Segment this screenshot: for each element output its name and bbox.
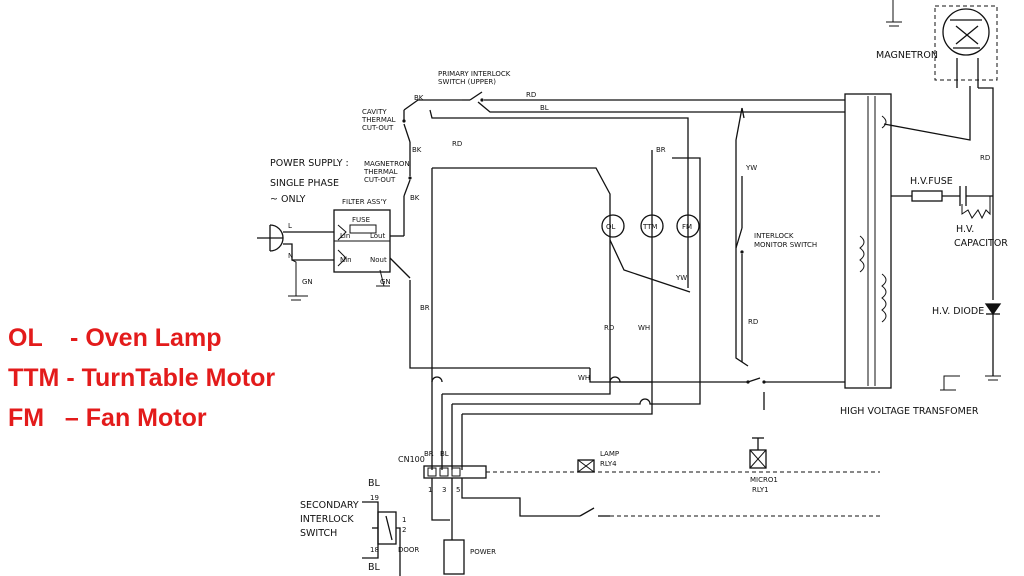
fan-motor-symbol <box>676 214 700 238</box>
pin-19-label: 19 <box>370 494 379 502</box>
secondary-interlock-label-3: SWITCH <box>300 528 337 539</box>
hv-transformer <box>844 86 971 389</box>
wire-br-1: BR <box>656 146 666 154</box>
bl-bottom-label: BL <box>368 562 381 573</box>
turntable-motor-symbol <box>640 214 664 238</box>
nin-label: Nin <box>340 256 352 264</box>
ttm-symbol-label: TTM <box>642 223 657 231</box>
cavity-cutout-label-3: CUT-OUT <box>362 124 394 132</box>
pin-18-label: 18 <box>370 546 379 554</box>
cn100-pin-5: 5 <box>456 486 460 494</box>
hv-fuse-label: H.V.FUSE <box>910 176 953 187</box>
filter-assy-label: FILTER ASS'Y <box>342 198 387 206</box>
secondary-interlock-label-1: SECONDARY <box>300 500 359 511</box>
wire-wh-2: WH <box>578 374 590 382</box>
primary-interlock-label-2: SWITCH (UPPER) <box>438 78 496 86</box>
neutral-label: N <box>288 252 293 260</box>
cn100-br-label: BR <box>424 450 434 458</box>
power-supply-only-label: ~ ONLY <box>270 194 306 205</box>
oven-lamp-symbol <box>601 214 625 238</box>
lout-label: Lout <box>370 232 385 240</box>
rly4-label: RLY4 <box>600 460 617 468</box>
wire-rd-5: RD <box>980 154 990 162</box>
micro1-relay-rly1 <box>749 437 767 469</box>
power-supply-label: POWER SUPPLY : <box>270 158 349 169</box>
ground-label-filter: GN <box>380 278 391 286</box>
switch-pin-1: 1 <box>402 516 406 524</box>
hv-capacitor <box>959 186 993 220</box>
wire-bk-1: BK <box>414 94 424 102</box>
hv-capacitor-label-2: CAPACITOR <box>954 238 1008 249</box>
legend-oven-lamp: OL - Oven Lamp <box>8 324 222 352</box>
wire-bk-2: BK <box>412 146 422 154</box>
cn100-pin-3: 3 <box>442 486 446 494</box>
primary-interlock-label-1: PRIMARY INTERLOCK <box>438 70 511 78</box>
lamp-relay-label: LAMP <box>600 450 619 458</box>
wire-rd-4: RD <box>748 318 758 326</box>
rly1-label: RLY1 <box>752 486 769 494</box>
fuse-label: FUSE <box>352 216 370 224</box>
thermal-cutouts <box>402 99 462 236</box>
cn100-label: CN100 <box>398 455 425 464</box>
power-plug <box>257 224 334 301</box>
wire-yw-1: YW <box>675 274 687 282</box>
power-relay-label: POWER <box>470 548 496 556</box>
wire-wh-1: WH <box>638 324 650 332</box>
secondary-interlock-label-2: INTERLOCK <box>300 514 354 525</box>
lower-wiring <box>431 210 845 470</box>
magnetron-cutout-label-3: CUT-OUT <box>364 176 396 184</box>
hv-capacitor-label-1: H.V. <box>956 224 974 235</box>
wire-rd-1: RD <box>526 91 536 99</box>
ground-label: GN <box>302 278 313 286</box>
micro1-label: MICRO1 <box>750 476 778 484</box>
hv-diode-label: H.V. DIODE <box>932 306 984 317</box>
ol-symbol-label: OL <box>606 223 616 231</box>
power-supply-phase-label: SINGLE PHASE <box>270 178 339 189</box>
filter-assembly <box>333 209 411 287</box>
wire-bl-1: BL <box>540 104 549 112</box>
legend-turntable-motor: TTM - TurnTable Motor <box>8 364 276 392</box>
lamp-relay-rly4 <box>577 459 595 473</box>
power-relay <box>443 539 465 575</box>
cavity-cutout-label-2: THERMAL <box>361 116 396 124</box>
wire-bk-3: BK <box>410 194 420 202</box>
primary-interlock-switch <box>429 91 845 148</box>
magnetron-cutout-label-2: THERMAL <box>363 168 398 176</box>
secondary-interlock-switch <box>362 501 401 576</box>
wire-yw-2: YW <box>745 164 757 172</box>
hv-transformer-label: HIGH VOLTAGE TRANSFOMER <box>840 406 979 417</box>
door-label: DOOR <box>398 546 419 554</box>
load-wiring <box>409 107 749 382</box>
fm-symbol-label: FM <box>682 223 692 231</box>
bl-top-label: BL <box>368 478 381 489</box>
cn100-connector <box>423 465 880 540</box>
line-label: L <box>288 222 292 230</box>
switch-pin-2: 2 <box>402 526 406 534</box>
magnetron-cutout-label-1: MAGNETRON <box>364 160 410 168</box>
interlock-monitor-label-1: INTERLOCK <box>754 232 794 240</box>
lin-label: Lin <box>340 232 350 240</box>
hv-diode <box>940 303 1002 391</box>
legend-fan-motor: FM – Fan Motor <box>8 404 207 432</box>
hv-fuse <box>891 190 960 202</box>
magnetron-label: MAGNETRON <box>876 50 938 61</box>
cn100-pin-1: 1 <box>428 486 432 494</box>
nout-label: Nout <box>370 256 387 264</box>
wire-br-2: BR <box>420 304 430 312</box>
cn100-bl-label: BL <box>440 450 449 458</box>
interlock-monitor-label-2: MONITOR SWITCH <box>754 241 817 249</box>
magnetron-symbol <box>886 0 998 300</box>
wire-rd-2: RD <box>452 140 462 148</box>
cavity-cutout-label-1: CAVITY <box>362 108 387 116</box>
interlock-monitor-switch <box>735 176 744 362</box>
wire-rd-3: RD <box>604 324 614 332</box>
